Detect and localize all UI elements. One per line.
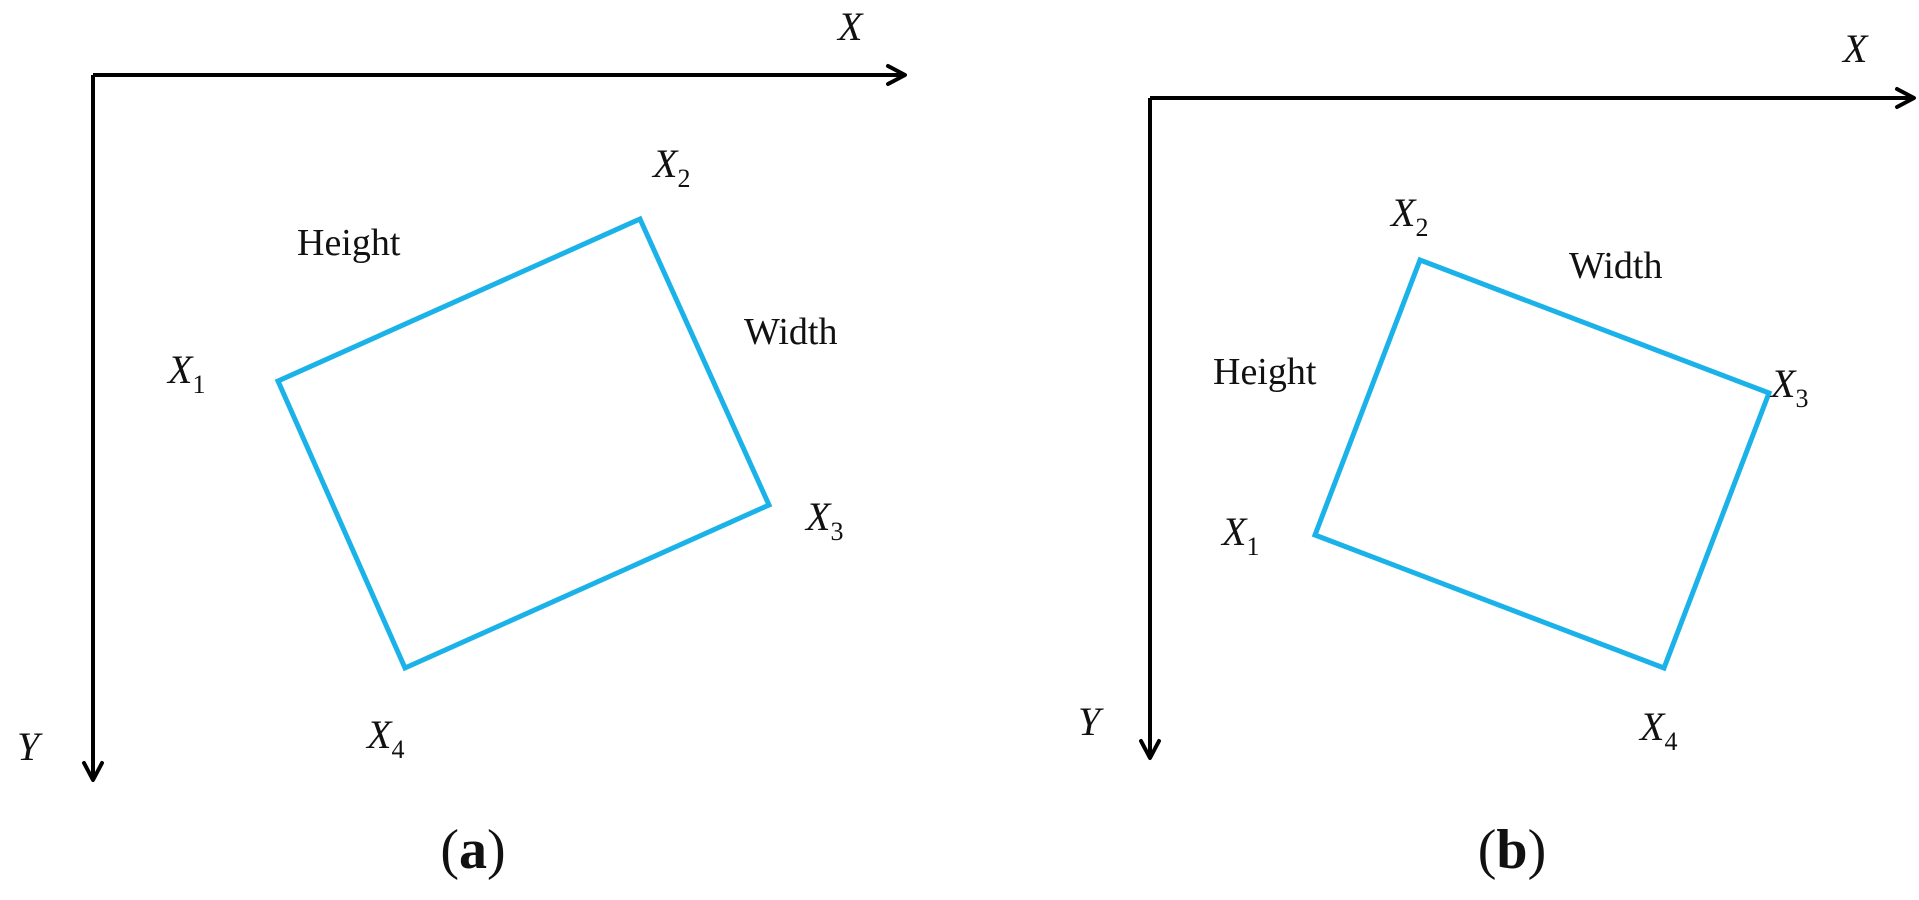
panel-b-width-label: Width bbox=[1569, 245, 1662, 287]
panel-a-x-axis-label: X bbox=[836, 4, 864, 49]
panel-b-x-axis-arrowhead bbox=[1895, 87, 1916, 109]
panel-b-vertex-x2-label: X2 bbox=[1389, 190, 1428, 242]
panel-a-vertex-x1-label: X1 bbox=[166, 347, 205, 399]
panel-b-vertex-x3-label: X3 bbox=[1769, 361, 1808, 413]
panel-b-vertex-x4-label: X4 bbox=[1638, 704, 1677, 756]
panel-a-vertex-x4-label: X4 bbox=[365, 712, 404, 764]
panel-a-height-label: Height bbox=[297, 222, 401, 264]
panel-a-width-label: Width bbox=[744, 311, 837, 353]
panel-a-rectangle bbox=[274, 215, 773, 672]
panel-b-height-label: Height bbox=[1213, 351, 1317, 393]
panel-a-y-axis-label: Y bbox=[17, 724, 43, 769]
panel-b-x-axis-label: X bbox=[1841, 26, 1869, 71]
panel-b-y-axis-arrowhead bbox=[1139, 739, 1161, 760]
panel-b-rectangle bbox=[1311, 256, 1773, 672]
panel-b-caption: (b) bbox=[1478, 819, 1546, 881]
panel-b-vertex-x1-label: X1 bbox=[1220, 509, 1259, 561]
panel-b: X Y Height Width X1 X2 X3 X4 (b) bbox=[1078, 26, 1916, 881]
panel-a-vertex-x3-label: X3 bbox=[804, 494, 843, 546]
panel-b-y-axis-label: Y bbox=[1078, 699, 1104, 744]
panel-a: X Y Height Width X1 X2 X3 X4 (a) bbox=[17, 4, 907, 881]
panel-a-y-axis-arrowhead bbox=[82, 761, 104, 782]
panel-a-caption: (a) bbox=[440, 819, 505, 881]
panel-a-vertex-x2-label: X2 bbox=[651, 141, 690, 193]
panel-a-x-axis-arrowhead bbox=[886, 64, 907, 86]
